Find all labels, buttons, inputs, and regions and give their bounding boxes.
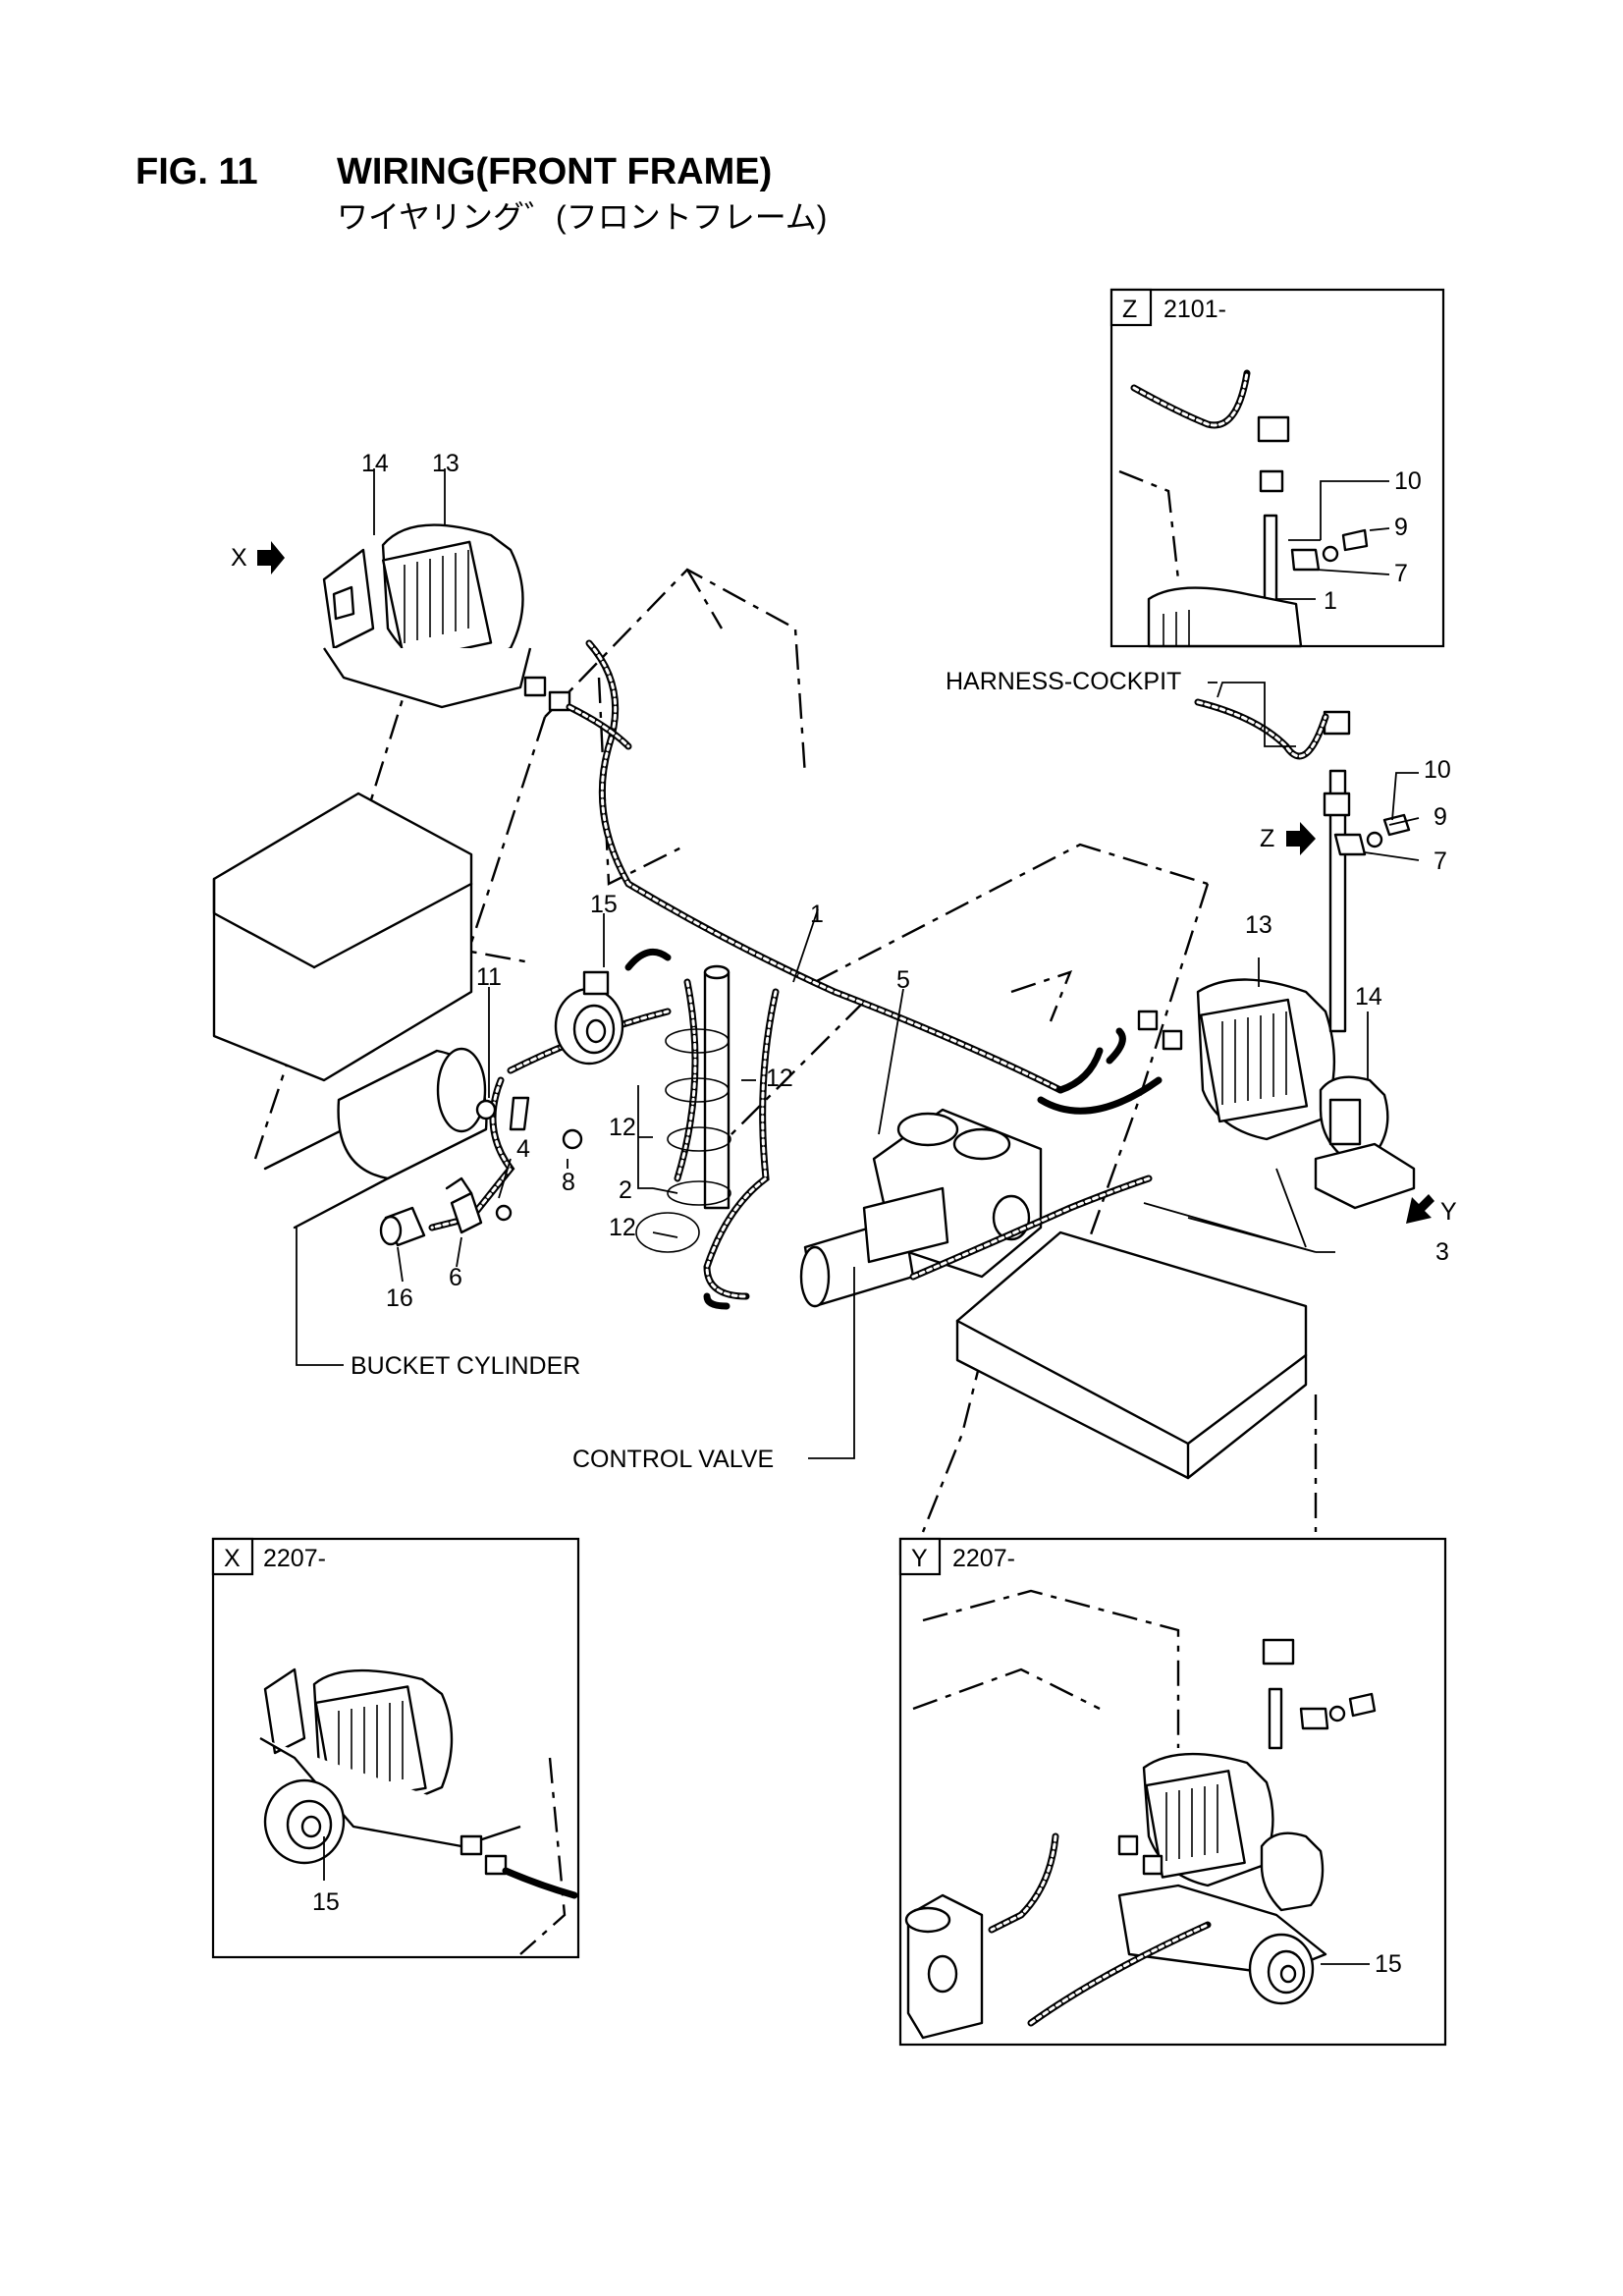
detail-view-x: X 2207- 15: [211, 1537, 580, 1959]
callout-14-right: 14: [1355, 983, 1382, 1011]
detail-z-callout-9: 9: [1394, 514, 1408, 541]
callout-7: 7: [1434, 847, 1447, 875]
label-control-valve: CONTROL VALVE: [572, 1446, 774, 1473]
right-frame-slab: [955, 1230, 1308, 1480]
bucket-cylinder: [263, 1047, 488, 1230]
figure-subtitle-jp: ワイヤリング゛(フロントフレーム): [337, 199, 827, 235]
leader-lines: [296, 468, 1420, 1459]
callout-3: 3: [1435, 1238, 1449, 1266]
detail-view-z: Z 2101- 10 9 7 1: [1109, 288, 1445, 648]
detail-x-letter: X: [224, 1545, 241, 1572]
callout-15: 15: [590, 891, 618, 918]
component-labels: HARNESS-COCKPIT BUCKET CYLINDER CONTROL …: [351, 668, 1181, 1473]
figure-header: FIG. 11 WIRING(FRONT FRAME) ワイヤリング゛(フロント…: [135, 151, 827, 235]
callout-16: 16: [386, 1285, 413, 1312]
detail-view-y: Y 2207- 15: [898, 1537, 1447, 2047]
callout-12c: 12: [609, 1214, 636, 1241]
detail-z-serial: 2101-: [1163, 296, 1226, 323]
callout-14-left: 14: [361, 450, 389, 477]
view-arrow-z-icon: [1286, 822, 1316, 855]
callout-1: 1: [810, 901, 824, 928]
callout-8: 8: [562, 1169, 575, 1196]
callout-12a: 12: [766, 1065, 793, 1092]
callout-13-right: 13: [1245, 911, 1272, 939]
view-arrow-y-icon: [1406, 1194, 1434, 1224]
conduit-with-clamps: [635, 964, 731, 1253]
view-arrow-y-label: Y: [1440, 1198, 1457, 1226]
detail-z-callout-10: 10: [1394, 467, 1422, 495]
callout-4: 4: [516, 1135, 530, 1163]
detail-x-callout-15: 15: [312, 1888, 340, 1916]
figure-number: FIG. 11: [135, 151, 258, 192]
work-light-right: [1137, 978, 1416, 1210]
main-callouts: 14 13 1 15 11 5 12 12 4 8 2 12 6 16 13 1…: [361, 450, 1451, 1312]
detail-y-letter: Y: [911, 1545, 928, 1572]
detail-x-serial: 2207-: [263, 1545, 326, 1572]
detail-z-callout-1: 1: [1324, 587, 1337, 615]
horn-main: [554, 948, 672, 1066]
work-light-left: [322, 523, 632, 750]
detail-y-callout-15: 15: [1375, 1950, 1402, 1978]
detail-z-letter: Z: [1122, 296, 1137, 323]
callout-9: 9: [1434, 803, 1447, 831]
view-arrow-x-label: X: [231, 544, 247, 572]
label-harness-cockpit: HARNESS-COCKPIT: [946, 668, 1181, 695]
callout-10: 10: [1424, 756, 1451, 784]
callout-11: 11: [476, 963, 502, 991]
detail-y-serial: 2207-: [952, 1545, 1015, 1572]
callout-2: 2: [619, 1176, 632, 1204]
view-arrow-x-icon: [257, 541, 285, 574]
callout-13-left: 13: [432, 450, 460, 477]
detail-z-callout-7: 7: [1394, 560, 1408, 587]
callout-6: 6: [449, 1264, 462, 1291]
view-arrows: X Z Y: [231, 541, 1457, 1226]
sensor-assembly: [379, 1096, 583, 1247]
label-bucket-cylinder: BUCKET CYLINDER: [351, 1352, 580, 1380]
figure-title: WIRING(FRONT FRAME): [337, 151, 772, 192]
view-arrow-z-label: Z: [1260, 825, 1274, 852]
callout-5: 5: [896, 966, 910, 994]
left-frame-slab: [212, 792, 473, 1082]
callout-12b: 12: [609, 1114, 636, 1141]
